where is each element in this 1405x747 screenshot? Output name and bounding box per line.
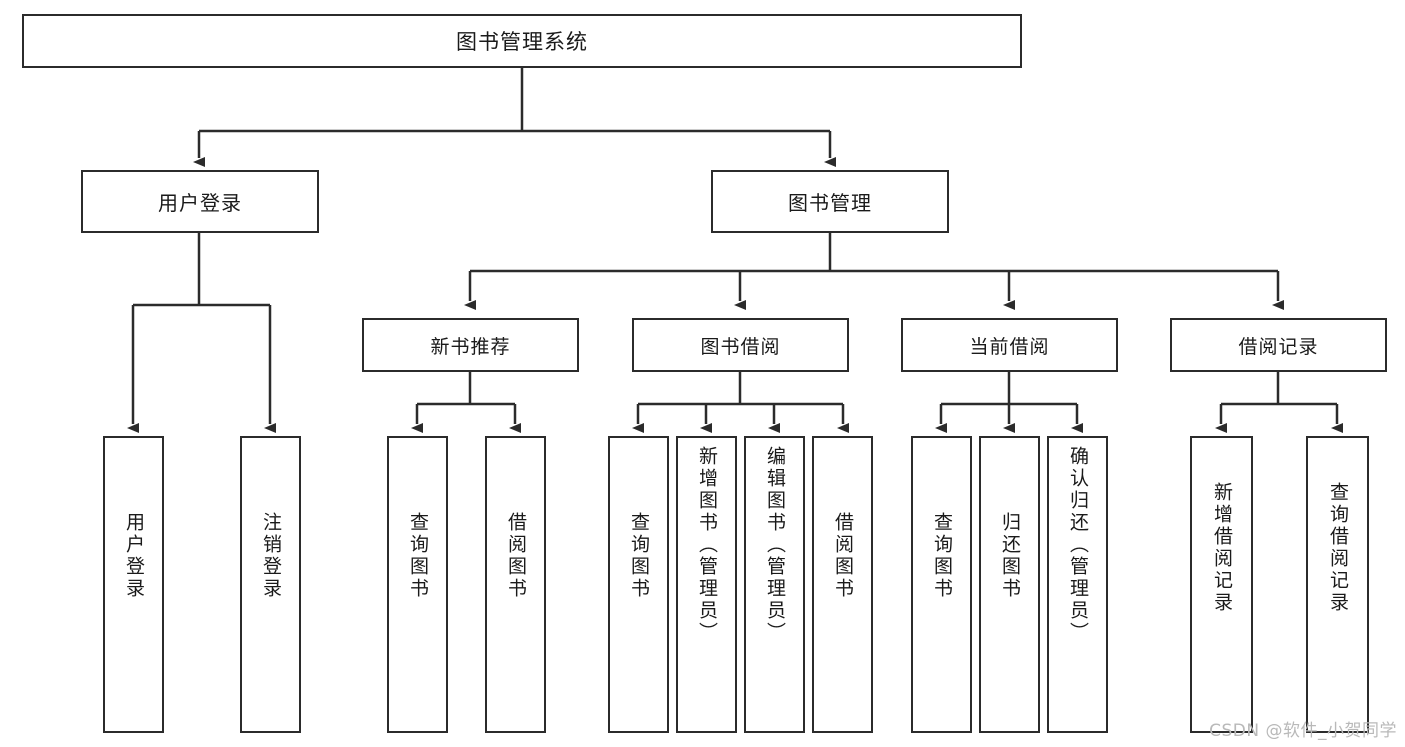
leaf-add-record[interactable]: 新增借阅记录 <box>1190 436 1253 733</box>
leaf-query-record-label: 查询借阅记录 <box>1327 482 1349 614</box>
leaf-edit-book-label: 编辑图书（管理员） <box>764 446 786 644</box>
node-user-login-label: 用户登录 <box>158 191 242 215</box>
node-user-login[interactable]: 用户登录 <box>81 170 319 233</box>
leaf-query-book-3[interactable]: 查询图书 <box>911 436 972 733</box>
node-book-manage[interactable]: 图书管理 <box>711 170 949 233</box>
leaf-return-book-label: 归还图书 <box>999 512 1021 600</box>
leaf-confirm-return[interactable]: 确认归还（管理员） <box>1047 436 1108 733</box>
leaf-user-logout[interactable]: 注销登录 <box>240 436 301 733</box>
node-current-borrow-label: 当前借阅 <box>969 335 1050 358</box>
leaf-user-logout-label: 注销登录 <box>260 512 282 600</box>
node-book-borrow-label: 图书借阅 <box>700 335 781 358</box>
node-root[interactable]: 图书管理系统 <box>22 14 1022 68</box>
node-root-label: 图书管理系统 <box>456 30 588 54</box>
leaf-confirm-return-label: 确认归还（管理员） <box>1067 446 1089 644</box>
leaf-query-book-1[interactable]: 查询图书 <box>387 436 448 733</box>
node-book-manage-label: 图书管理 <box>788 191 872 215</box>
leaf-edit-book[interactable]: 编辑图书（管理员） <box>744 436 805 733</box>
csdn-watermark: CSDN @软件_小贺同学 <box>1209 721 1397 741</box>
leaf-query-book-2-label: 查询图书 <box>628 512 650 600</box>
leaf-user-login[interactable]: 用户登录 <box>103 436 164 733</box>
node-borrow-record-label: 借阅记录 <box>1238 335 1319 358</box>
leaf-add-record-label: 新增借阅记录 <box>1211 482 1233 614</box>
leaf-return-book[interactable]: 归还图书 <box>979 436 1040 733</box>
node-new-book-recommend[interactable]: 新书推荐 <box>362 318 579 372</box>
leaf-borrow-book-2-label: 借阅图书 <box>832 512 854 600</box>
leaf-user-login-label: 用户登录 <box>123 512 145 600</box>
leaf-add-book-label: 新增图书（管理员） <box>696 446 718 644</box>
leaf-query-book-3-label: 查询图书 <box>931 512 953 600</box>
node-new-book-recommend-label: 新书推荐 <box>430 335 511 358</box>
leaf-query-book-2[interactable]: 查询图书 <box>608 436 669 733</box>
leaf-borrow-book-1[interactable]: 借阅图书 <box>485 436 546 733</box>
leaf-query-record[interactable]: 查询借阅记录 <box>1306 436 1369 733</box>
leaf-borrow-book-2[interactable]: 借阅图书 <box>812 436 873 733</box>
leaf-borrow-book-1-label: 借阅图书 <box>505 512 527 600</box>
node-current-borrow[interactable]: 当前借阅 <box>901 318 1118 372</box>
node-book-borrow[interactable]: 图书借阅 <box>632 318 849 372</box>
leaf-add-book[interactable]: 新增图书（管理员） <box>676 436 737 733</box>
leaf-query-book-1-label: 查询图书 <box>407 512 429 600</box>
node-borrow-record[interactable]: 借阅记录 <box>1170 318 1387 372</box>
